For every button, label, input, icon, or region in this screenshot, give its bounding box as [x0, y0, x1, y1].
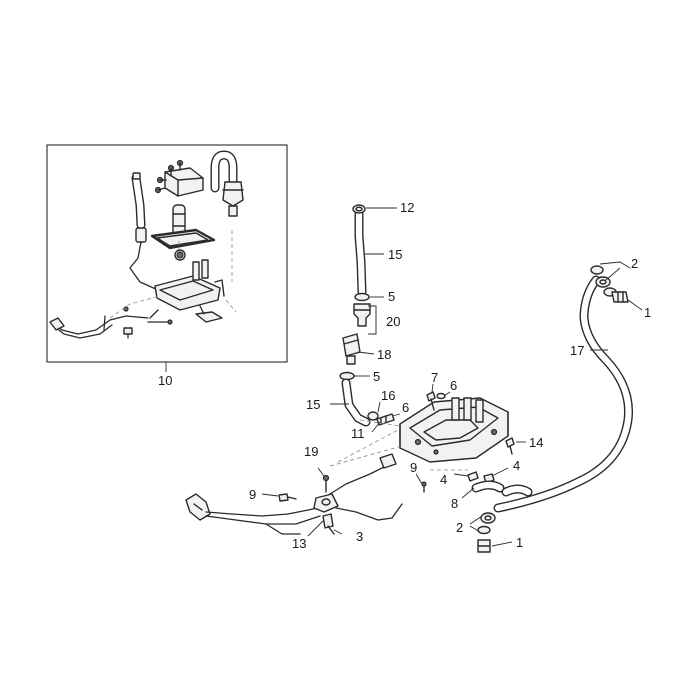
upper-fuel-hose-15 — [354, 209, 367, 297]
callout-17: 17 — [570, 343, 584, 358]
callout-6-top: 6 — [450, 378, 457, 393]
callout-3: 3 — [356, 529, 363, 544]
hose-clamp-12 — [352, 204, 366, 214]
hose-fitting-16-6 — [367, 411, 395, 426]
callout-4-left: 4 — [440, 472, 447, 487]
wiring-harness-13 — [185, 453, 427, 535]
clip-5-upper — [354, 292, 370, 302]
callout-9-mid: 9 — [410, 460, 417, 475]
banjo-fitting-bottom — [477, 512, 496, 553]
bolt-7 — [426, 391, 436, 411]
inset-wiring — [49, 305, 223, 339]
callout-13: 13 — [292, 536, 306, 551]
callout-10: 10 — [158, 373, 172, 388]
inset-hose — [129, 172, 159, 291]
callout-5-bottom: 5 — [373, 369, 380, 384]
inset-sender-plate — [154, 259, 225, 311]
inset-u-pipe-and-filter — [210, 150, 244, 217]
callout-19: 19 — [304, 444, 318, 459]
callout-5-top: 5 — [388, 289, 395, 304]
clip-5-lower — [339, 371, 355, 381]
callout-4-right: 4 — [513, 458, 520, 473]
callout-16: 16 — [381, 388, 395, 403]
callout-2-top: 2 — [631, 256, 638, 271]
callout-18: 18 — [377, 347, 391, 362]
callout-1-bottom: 1 — [516, 535, 523, 550]
callout-15-bottom: 15 — [306, 397, 320, 412]
return-hose-17 — [493, 275, 634, 513]
callout-20: 20 — [386, 314, 400, 329]
callout-7: 7 — [431, 370, 438, 385]
bolt-14 — [505, 437, 515, 455]
alignment-lines — [329, 419, 468, 471]
clamps-4-and-hose-8 — [467, 471, 533, 497]
callout-1-top: 1 — [644, 305, 651, 320]
callout-12: 12 — [400, 200, 414, 215]
washer-6-top — [436, 392, 446, 400]
fuel-filter-20 — [353, 303, 371, 327]
callout-9-left: 9 — [249, 487, 256, 502]
main-base-plate — [399, 397, 509, 463]
callout-8: 8 — [451, 496, 458, 511]
inset-pump-and-gasket — [150, 204, 216, 261]
lower-fuel-hose-15 — [341, 378, 371, 427]
leader-lines — [261, 207, 643, 547]
callout-15-top: 15 — [388, 247, 402, 262]
callout-2-bottom: 2 — [456, 520, 463, 535]
inset-fuel-pump-assembly — [46, 144, 288, 363]
callout-6-mid: 6 — [402, 400, 409, 415]
callout-11: 11 — [351, 426, 365, 441]
inset-filter-cover — [154, 159, 204, 197]
connector-18 — [342, 333, 361, 365]
callout-labels: 12 15 5 20 18 5 15 16 6 11 7 6 14 4 4 8 … — [158, 200, 651, 551]
banjo-fitting-top — [590, 265, 629, 303]
callout-14: 14 — [529, 435, 543, 450]
